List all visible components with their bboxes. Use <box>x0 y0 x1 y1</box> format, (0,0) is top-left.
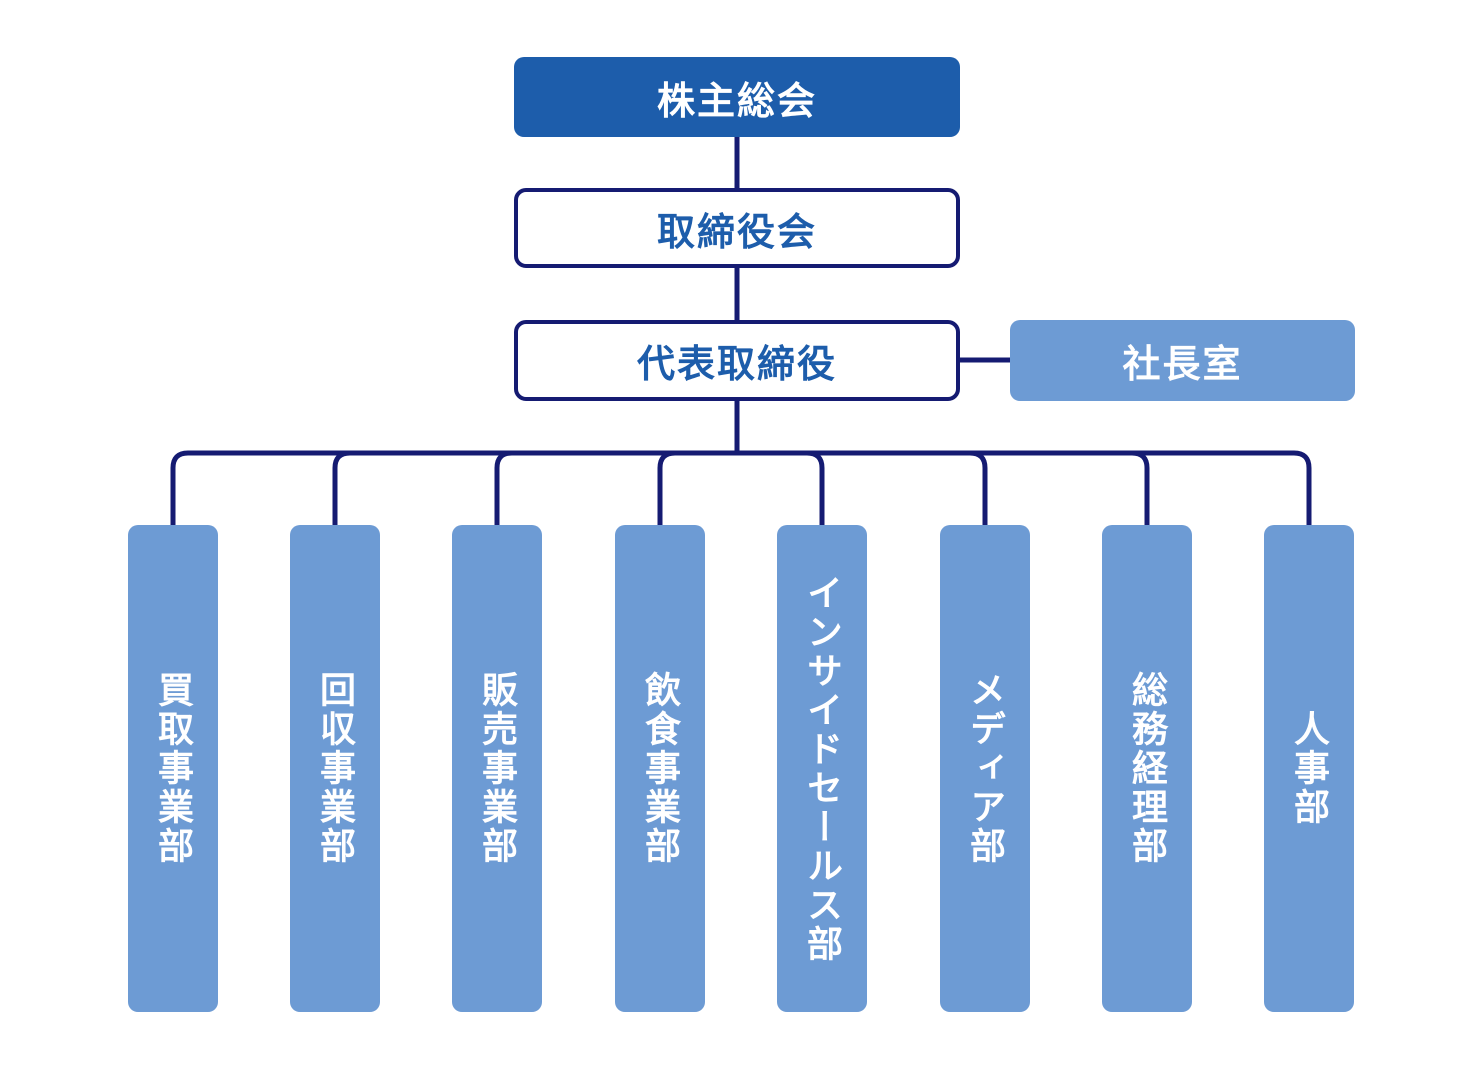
node-board-of-directors-label: 取締役会 <box>656 211 817 254</box>
node-board-of-directors: 取締役会 <box>514 188 960 268</box>
connector-branch-2 <box>332 450 737 532</box>
node-dept-purchase-division: 買取事業部 <box>128 525 218 1012</box>
node-dept-hr: 人事部 <box>1264 525 1354 1012</box>
node-dept-sales-division: 販売事業部 <box>452 525 542 1012</box>
node-representative-director-label: 代表取締役 <box>636 344 837 386</box>
node-dept-hr-label: 人事部 <box>1289 710 1330 827</box>
node-dept-inside-sales-label: インサイドセールス部 <box>802 573 843 964</box>
connector-branch-8 <box>737 450 1312 532</box>
connector-branch-7 <box>737 450 1150 532</box>
node-dept-media-label: メディア部 <box>965 671 1006 866</box>
node-dept-general-affairs-accounting: 総務経理部 <box>1102 525 1192 1012</box>
connector-branch-1 <box>170 450 737 532</box>
node-dept-collection-division: 回収事業部 <box>290 525 380 1012</box>
node-representative-director: 代表取締役 <box>514 320 960 401</box>
node-dept-purchase-division-label: 買取事業部 <box>153 671 194 866</box>
node-presidents-office: 社長室 <box>1010 320 1355 401</box>
node-dept-media: メディア部 <box>940 525 1030 1012</box>
connector-branch-5 <box>737 450 825 532</box>
node-shareholders-meeting-label: 株主総会 <box>656 80 817 123</box>
node-dept-inside-sales: インサイドセールス部 <box>777 525 867 1012</box>
node-shareholders-meeting: 株主総会 <box>514 57 960 137</box>
node-dept-food-service-division: 飲食事業部 <box>615 525 705 1012</box>
node-presidents-office-label: 社長室 <box>1122 344 1243 386</box>
node-dept-sales-division-label: 販売事業部 <box>477 671 518 866</box>
node-dept-food-service-division-label: 飲食事業部 <box>640 671 681 866</box>
connector-branch-3 <box>494 450 737 532</box>
connector-branch-4 <box>657 450 737 532</box>
node-dept-general-affairs-accounting-label: 総務経理部 <box>1127 671 1168 866</box>
connector-branch-6 <box>737 450 988 532</box>
node-dept-collection-division-label: 回収事業部 <box>315 671 356 866</box>
